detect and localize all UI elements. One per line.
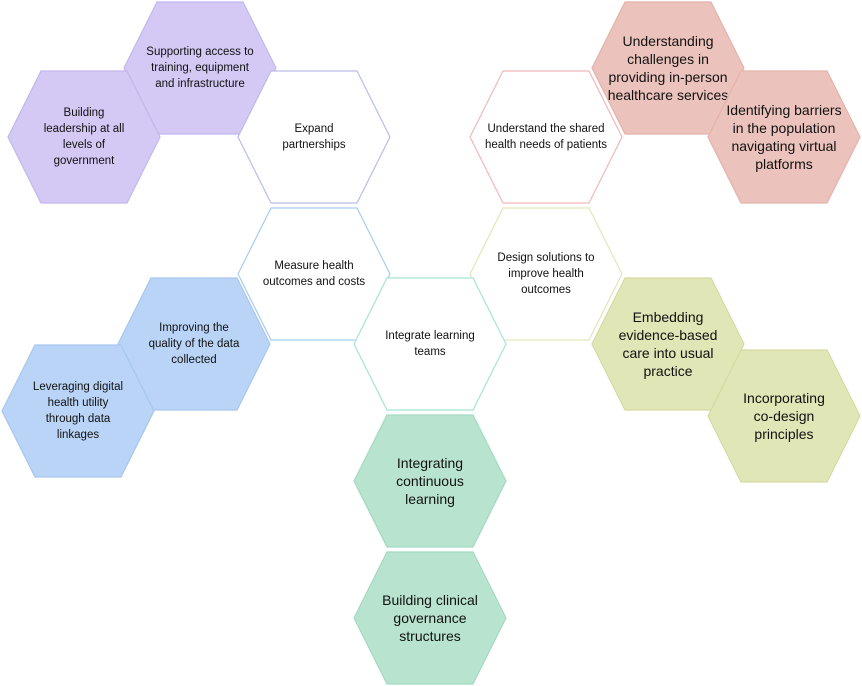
- hexagon-outline: [7, 70, 161, 204]
- hexagon-shape: [7, 70, 161, 204]
- hex-label: Building leadership at all levels of gov…: [43, 106, 125, 168]
- hexagon-shape: [469, 70, 623, 204]
- hexagon-shape: [591, 1, 745, 135]
- hexagon-shape: [707, 349, 861, 483]
- hex-label: Integrating continuous learning: [396, 454, 464, 508]
- hexagon-shape: [591, 277, 745, 411]
- hex-integrating-learning: Integrating continuous learning: [353, 414, 507, 548]
- hexagon-outline: [353, 277, 507, 411]
- hexagon-outline: [707, 349, 861, 483]
- hex-leveraging-digital: Leveraging digital health utility throug…: [1, 344, 155, 478]
- hex-supporting-access: Supporting access to training, equipment…: [123, 1, 277, 135]
- hexagon-outline: [353, 551, 507, 685]
- hexagon-shape: [237, 207, 391, 341]
- hex-label: Design solutions to improve health outco…: [497, 251, 595, 297]
- hexagon-shape: [237, 70, 391, 204]
- hexagon-outline: [237, 207, 391, 341]
- hex-label: Integrate learning teams: [385, 329, 475, 358]
- hexagon-shape: [707, 70, 861, 204]
- hex-label: Supporting access to training, equipment…: [146, 45, 254, 91]
- hex-label: Improving the quality of the data collec…: [148, 321, 240, 367]
- hexagon-outline: [353, 414, 507, 548]
- hexagon-shape: [1, 344, 155, 478]
- hex-building-governance: Building clinical governance structures: [353, 551, 507, 685]
- hex-building-leadership: Building leadership at all levels of gov…: [7, 70, 161, 204]
- hexagon-shape: [353, 277, 507, 411]
- hex-label: Leveraging digital health utility throug…: [32, 380, 124, 442]
- hex-design-solutions: Design solutions to improve health outco…: [469, 207, 623, 341]
- hexagon-shape: [353, 551, 507, 685]
- hex-understand-shared-needs: Understand the shared health needs of pa…: [469, 70, 623, 204]
- hex-label: Understand the shared health needs of pa…: [484, 122, 608, 151]
- hex-label: Measure health outcomes and costs: [262, 259, 366, 288]
- hex-label: Expand partnerships: [282, 122, 346, 151]
- hex-expand-partnerships: Expand partnerships: [237, 70, 391, 204]
- hex-embedding-evidence: Embedding evidence-based care into usual…: [591, 277, 745, 411]
- hex-label: Identifying barriers in the population n…: [726, 101, 842, 173]
- hex-integrate-teams: Integrate learning teams: [353, 277, 507, 411]
- hexagon-outline: [707, 70, 861, 204]
- hexagon-outline: [1, 344, 155, 478]
- hex-understanding-challenges: Understanding challenges in providing in…: [591, 1, 745, 135]
- hexagon-outline: [591, 277, 745, 411]
- hex-label: Embedding evidence-based care into usual…: [618, 308, 718, 380]
- hex-measure-outcomes: Measure health outcomes and costs: [237, 207, 391, 341]
- hex-incorporating-codesign: Incorporating co-design principles: [707, 349, 861, 483]
- hexagon-outline: [237, 70, 391, 204]
- hex-improving-quality: Improving the quality of the data collec…: [117, 277, 271, 411]
- hexagon-outline: [469, 70, 623, 204]
- hexagon-shape: [353, 414, 507, 548]
- hex-label: Incorporating co-design principles: [743, 389, 825, 443]
- hex-identifying-barriers: Identifying barriers in the population n…: [707, 70, 861, 204]
- hexagon-outline: [591, 1, 745, 135]
- hex-label: Building clinical governance structures: [382, 591, 478, 645]
- hex-label: Understanding challenges in providing in…: [607, 32, 729, 104]
